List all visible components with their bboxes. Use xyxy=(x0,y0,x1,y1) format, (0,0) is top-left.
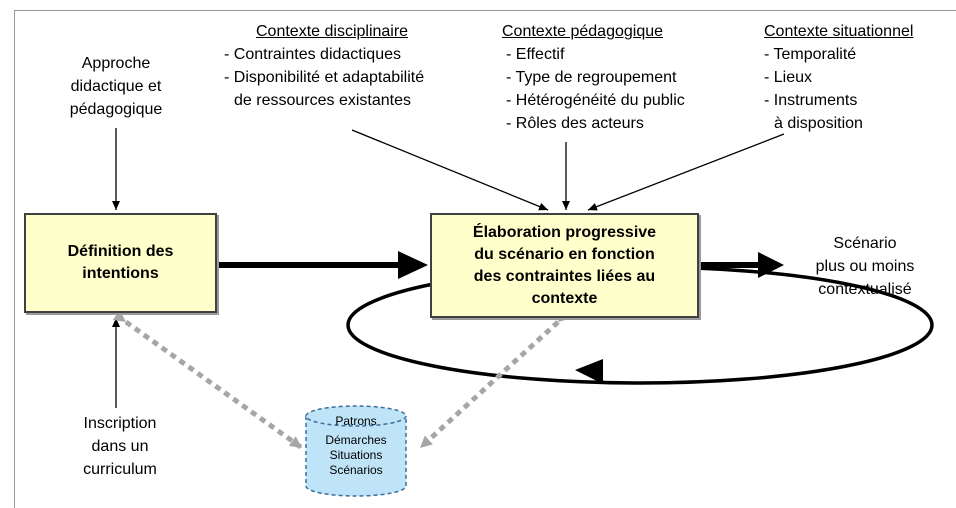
definition-line-2: intentions xyxy=(82,265,159,282)
database-item: Scénarios xyxy=(329,463,383,477)
database-labels: Patrons Démarches Situations Scénarios xyxy=(306,414,406,478)
database-item: Situations xyxy=(329,448,383,462)
inscription-line-2: dans un xyxy=(91,438,149,455)
arrow-situationnel-to-elaboration xyxy=(587,133,785,211)
arrow-definition-to-elaboration-head xyxy=(398,251,428,279)
approach-line-1: Approche xyxy=(81,55,151,72)
elaboration-line-2: du scénario en fonction xyxy=(474,245,655,263)
definition-line-1: Définition des xyxy=(67,243,174,260)
diagram-frame xyxy=(14,10,956,508)
approach-label: Approche didactique et pédagogique xyxy=(56,52,176,121)
context-disciplinaire-item: - Contraintes didactiques xyxy=(224,46,401,63)
approach-line-3: pédagogique xyxy=(69,101,163,118)
context-pedagogique-title: Contexte pédagogique xyxy=(502,23,664,40)
context-pedagogique-item: - Type de regroupement xyxy=(506,69,677,86)
arrow-disciplinaire-to-elaboration xyxy=(351,129,549,211)
definition-box: Définition des intentions xyxy=(24,213,217,313)
context-disciplinaire-item: - Disponibilité et adaptabilité xyxy=(224,69,425,86)
context-situationnel-item: - Instruments xyxy=(764,92,858,109)
elaboration-line-3: des contraintes liées au xyxy=(473,267,656,285)
loop-arrowhead xyxy=(575,359,603,384)
approach-line-2: didactique et xyxy=(70,78,162,95)
inscription-line-3: curriculum xyxy=(83,461,157,478)
database-item: Patrons xyxy=(335,414,377,428)
scenario-line-1: Scénario xyxy=(833,235,897,252)
context-pedagogique-item: - Rôles des acteurs xyxy=(506,115,644,132)
elaboration-line-4: contexte xyxy=(531,289,598,307)
elaboration-line-1: Élaboration progressive xyxy=(472,223,657,241)
context-pedagogique-item: - Hétérogénéité du public xyxy=(506,92,685,109)
database-item: Démarches xyxy=(325,433,387,447)
context-disciplinaire: Contexte disciplinaire - Contraintes did… xyxy=(224,20,424,112)
scenario-label: Scénario plus ou moins contextualisé xyxy=(780,232,950,301)
context-situationnel-item: - Temporalité xyxy=(764,46,857,63)
arrow-elaboration-to-scenario-head xyxy=(758,252,784,278)
context-situationnel-item: - Lieux xyxy=(764,69,813,86)
scenario-line-3: contextualisé xyxy=(818,281,912,298)
context-disciplinaire-item: de ressources existantes xyxy=(234,92,411,109)
inscription-label: Inscription dans un curriculum xyxy=(60,412,180,481)
context-pedagogique-item: - Effectif xyxy=(506,46,565,63)
context-situationnel-item: à disposition xyxy=(774,115,863,132)
resource-database xyxy=(305,405,407,497)
inscription-line-1: Inscription xyxy=(83,415,157,432)
context-situationnel: Contexte situationnel - Temporalité - Li… xyxy=(764,20,913,135)
context-situationnel-title: Contexte situationnel xyxy=(764,23,914,40)
link-definition-to-base xyxy=(112,310,304,451)
context-pedagogique: Contexte pédagogique - Effectif - Type d… xyxy=(502,20,685,135)
elaboration-box: Élaboration progressive du scénario en f… xyxy=(430,213,699,318)
link-elaboration-to-base xyxy=(418,309,571,450)
context-disciplinaire-title: Contexte disciplinaire xyxy=(256,23,409,40)
scenario-line-2: plus ou moins xyxy=(815,258,915,275)
